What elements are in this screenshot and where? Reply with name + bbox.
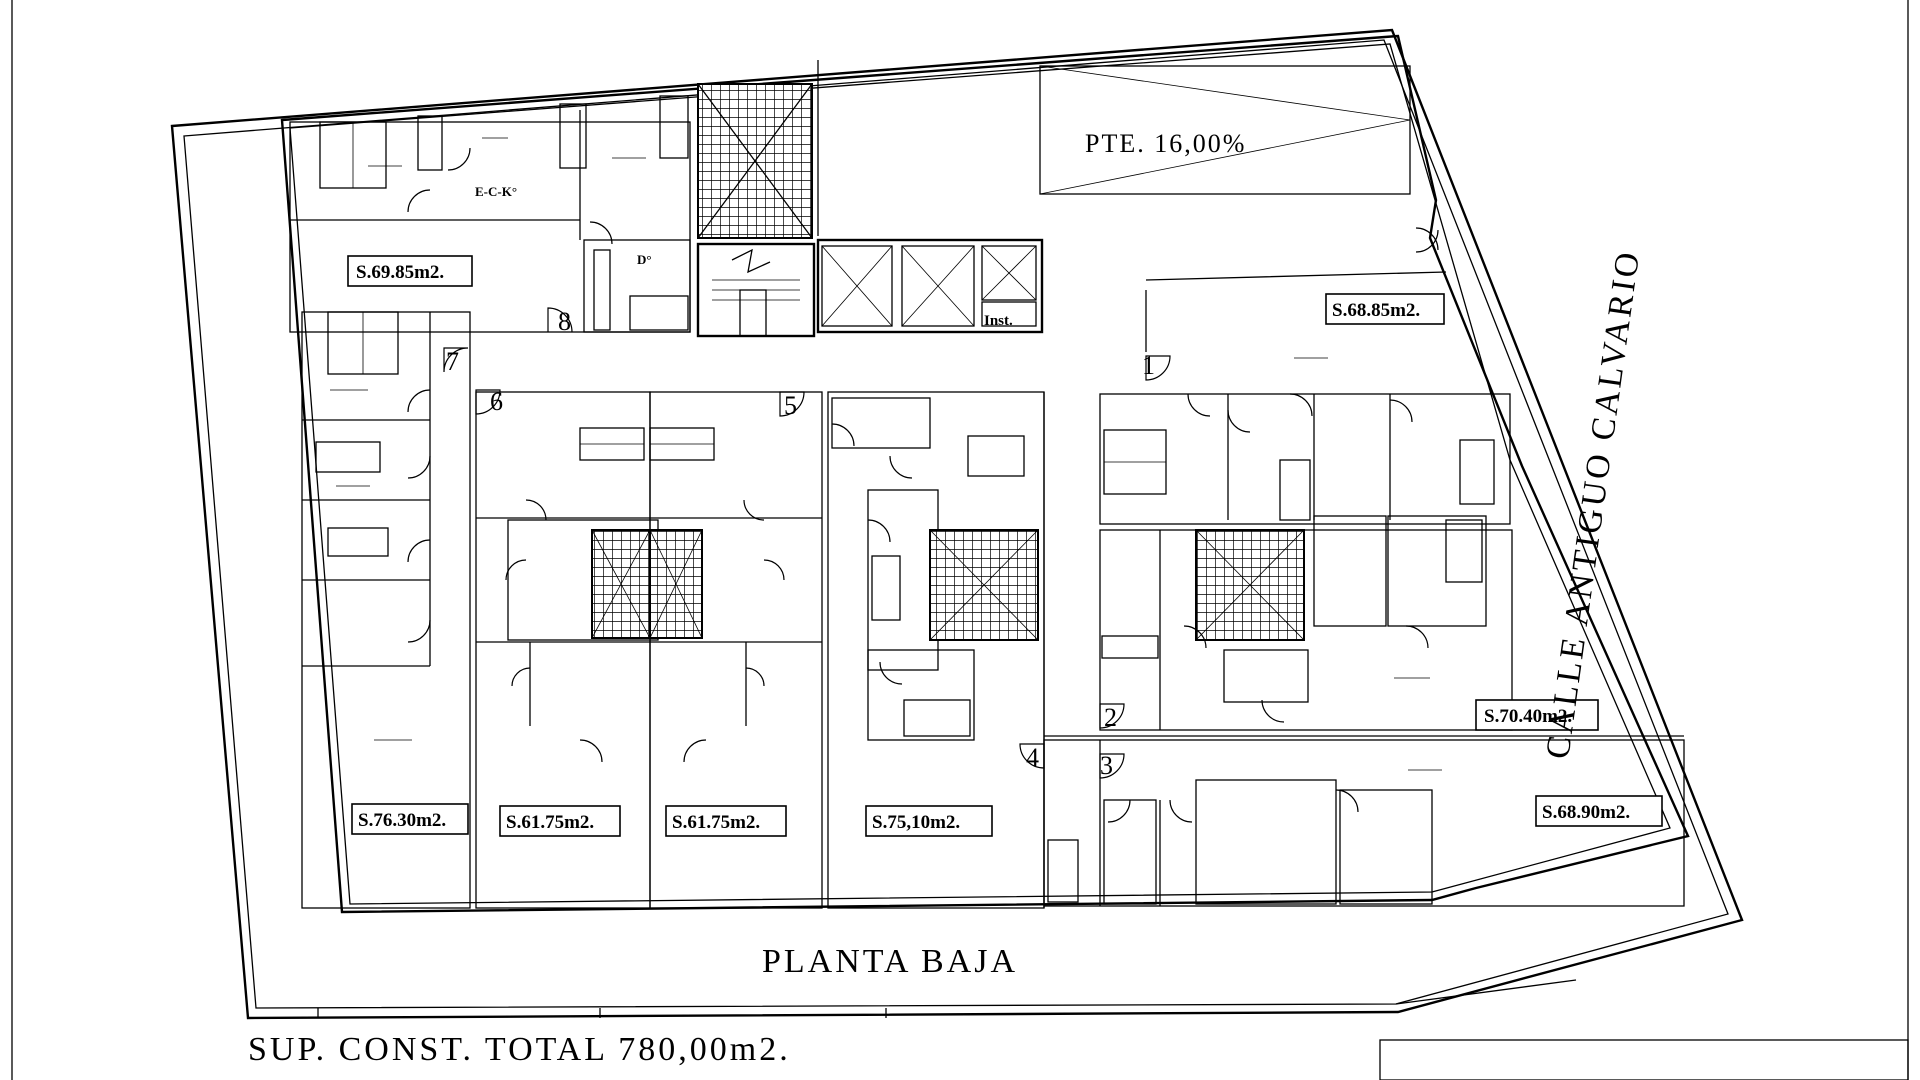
unit-4-number: 4 bbox=[1026, 743, 1039, 772]
unit-1: S.68.85m2. 1 bbox=[1099, 271, 1511, 525]
unit-2: S.70.40m2. 2 bbox=[1099, 515, 1599, 732]
unit-1-number: 1 bbox=[1142, 351, 1155, 380]
unit-7: S.76.30m2. 7 bbox=[301, 311, 471, 909]
unit-5: S.61.75m2. 5 bbox=[649, 391, 823, 909]
unit-7-area: S.76.30m2. bbox=[358, 810, 446, 831]
unit-4: S.75,10m2. 4 bbox=[827, 391, 1045, 909]
unit-4-area: S.75,10m2. bbox=[872, 812, 960, 833]
site-boundary bbox=[170, 28, 1744, 1020]
unit-2-number: 2 bbox=[1104, 703, 1117, 732]
building-outline bbox=[280, 34, 1690, 914]
room-annotations bbox=[330, 137, 1442, 771]
unit-5-area: S.61.75m2. bbox=[672, 812, 760, 833]
unit-3: S.68.90m2. 3 bbox=[1043, 735, 1685, 907]
unit-5-number: 5 bbox=[784, 391, 797, 420]
installations-label: Inst. bbox=[984, 313, 1013, 329]
street-name: CALLE ANTIGUO CALVARIO bbox=[1539, 247, 1647, 761]
plan-title: PLANTA BAJA bbox=[762, 943, 1018, 980]
ramp: PTE. 16,00% bbox=[1039, 65, 1411, 195]
entry-door bbox=[1415, 227, 1439, 253]
building-core: Inst. bbox=[696, 60, 1044, 338]
unit-6-number: 6 bbox=[490, 387, 503, 416]
unit-8-room-d: D° bbox=[637, 252, 652, 267]
unit-8-area: S.69.85m2. bbox=[356, 262, 444, 283]
total-surface: SUP. CONST. TOTAL 780,00m2. bbox=[248, 1031, 791, 1068]
unit-8: S.69.85m2. E-C-K° D° 8 bbox=[289, 95, 691, 336]
unit-8-room-eck: E-C-K° bbox=[475, 184, 517, 199]
unit-6: S.61.75m2. 6 bbox=[475, 387, 659, 909]
unit-6-area: S.61.75m2. bbox=[506, 812, 594, 833]
unit-1-area: S.68.85m2. bbox=[1332, 300, 1420, 321]
ramp-slope-label: PTE. 16,00% bbox=[1085, 129, 1246, 158]
unit-3-number: 3 bbox=[1100, 751, 1113, 780]
unit-2-area: S.70.40m2. bbox=[1484, 706, 1572, 727]
unit-3-area: S.68.90m2. bbox=[1542, 802, 1630, 823]
unit-7-number: 7 bbox=[446, 347, 459, 376]
sheet-frame bbox=[11, 0, 1909, 1080]
unit-8-number: 8 bbox=[558, 307, 571, 336]
